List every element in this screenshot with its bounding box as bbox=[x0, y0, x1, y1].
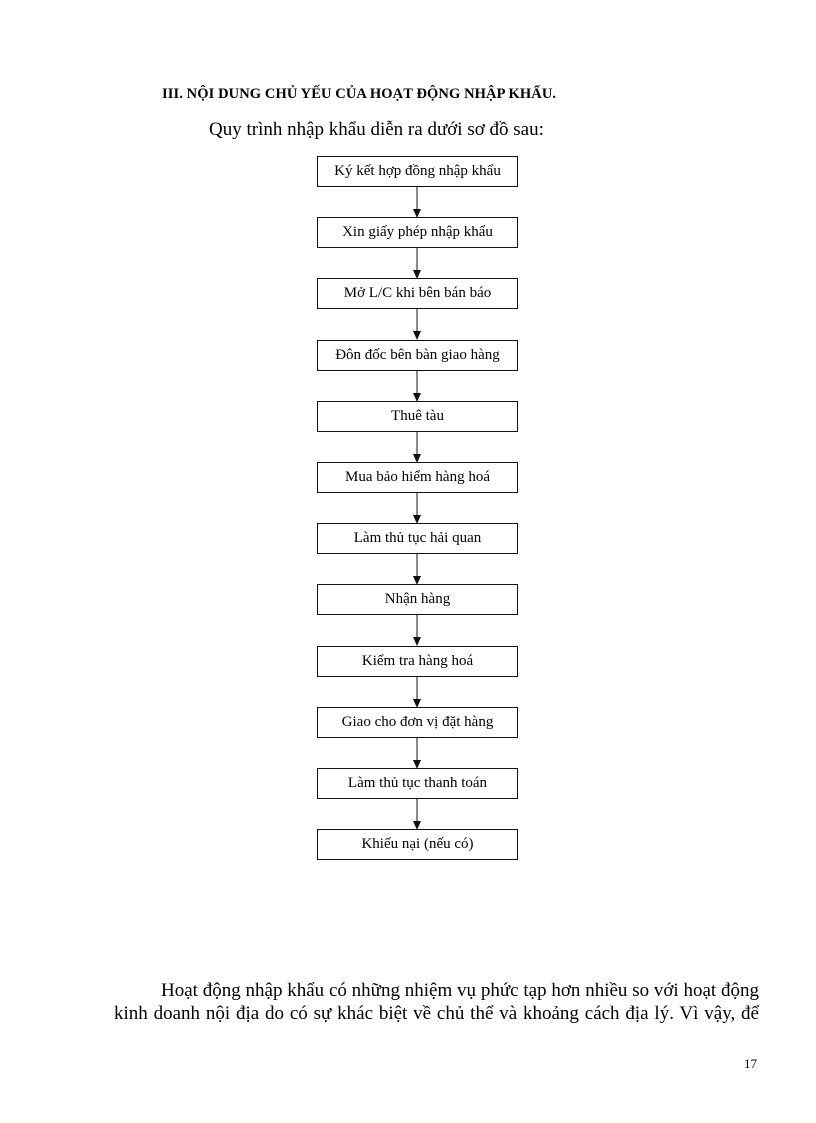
arrow-down-icon bbox=[413, 677, 421, 708]
flow-step-receive-goods: Nhận hàng bbox=[317, 584, 518, 615]
flow-step-complaint: Khiếu nại (nếu có) bbox=[317, 829, 518, 860]
flow-step-sign-contract: Ký kết hợp đồng nhập khẩu bbox=[317, 156, 518, 187]
flow-step-deliver-to-orderer: Giao cho đơn vị đặt hàng bbox=[317, 707, 518, 738]
arrow-down-icon bbox=[413, 554, 421, 585]
paragraph-line-2: kinh doanh nội địa do có sự khác biệt về… bbox=[114, 1003, 759, 1024]
flow-step-open-lc: Mở L/C khi bên bán báo bbox=[317, 278, 518, 309]
arrow-down-icon bbox=[413, 799, 421, 830]
arrow-down-icon bbox=[413, 493, 421, 524]
flow-step-import-license: Xin giấy phép nhập khẩu bbox=[317, 217, 518, 248]
flow-step-inspect-goods: Kiểm tra hàng hoá bbox=[317, 646, 518, 677]
arrow-down-icon bbox=[413, 248, 421, 279]
arrow-down-icon bbox=[413, 738, 421, 769]
section-heading: III. NỘI DUNG CHỦ YẾU CỦA HOẠT ĐỘNG NHẬP… bbox=[162, 86, 557, 102]
body-paragraph: Hoạt động nhập khẩu có những nhiệm vụ ph… bbox=[114, 979, 759, 1025]
flow-step-customs: Làm thủ tục hải quan bbox=[317, 523, 518, 554]
page-number: 17 bbox=[744, 1056, 757, 1071]
arrow-down-icon bbox=[413, 371, 421, 402]
intro-text: Quy trình nhập khẩu diễn ra dưới sơ đồ s… bbox=[209, 119, 544, 140]
flow-step-payment: Làm thủ tục thanh toán bbox=[317, 768, 518, 799]
flow-step-urge-delivery: Đôn đốc bên bàn giao hàng bbox=[317, 340, 518, 371]
flow-step-charter-ship: Thuê tàu bbox=[317, 401, 518, 432]
paragraph-line-1: Hoạt động nhập khẩu có những nhiệm vụ ph… bbox=[161, 980, 759, 1001]
flow-step-buy-insurance: Mua bảo hiểm hàng hoá bbox=[317, 462, 518, 493]
arrow-down-icon bbox=[413, 187, 421, 218]
arrow-down-icon bbox=[413, 309, 421, 340]
arrow-down-icon bbox=[413, 615, 421, 646]
arrow-down-icon bbox=[413, 432, 421, 463]
